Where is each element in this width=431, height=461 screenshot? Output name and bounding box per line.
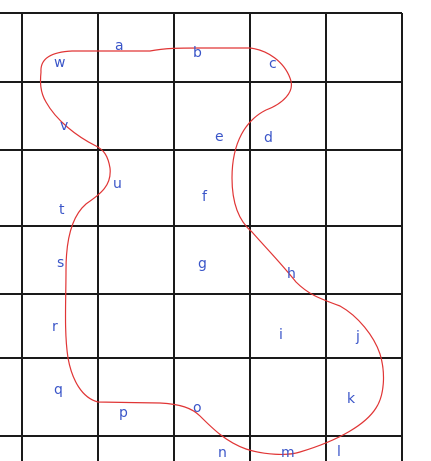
point-label-h: h <box>287 266 296 282</box>
point-label-k: k <box>347 391 356 407</box>
point-label-n: n <box>218 445 227 461</box>
point-label-w: w <box>54 55 65 71</box>
point-label-v: v <box>60 118 68 134</box>
point-label-a: a <box>115 38 124 54</box>
point-label-t: t <box>59 202 65 218</box>
point-label-p: p <box>119 405 128 421</box>
point-label-b: b <box>193 45 202 61</box>
point-label-l: l <box>337 444 341 460</box>
closed-curve-outline <box>39 47 385 455</box>
point-label-q: q <box>54 382 63 398</box>
point-label-g: g <box>198 256 207 272</box>
point-label-u: u <box>113 176 122 192</box>
point-label-e: e <box>215 129 224 145</box>
point-label-i: i <box>279 327 283 343</box>
point-label-d: d <box>264 130 273 146</box>
point-label-f: f <box>202 189 208 205</box>
point-label-j: j <box>355 329 360 345</box>
point-label-r: r <box>52 319 58 335</box>
point-label-c: c <box>269 56 277 72</box>
point-label-s: s <box>57 255 64 271</box>
grid <box>0 12 403 461</box>
point-label-o: o <box>193 400 202 416</box>
point-label-m: m <box>281 445 295 461</box>
